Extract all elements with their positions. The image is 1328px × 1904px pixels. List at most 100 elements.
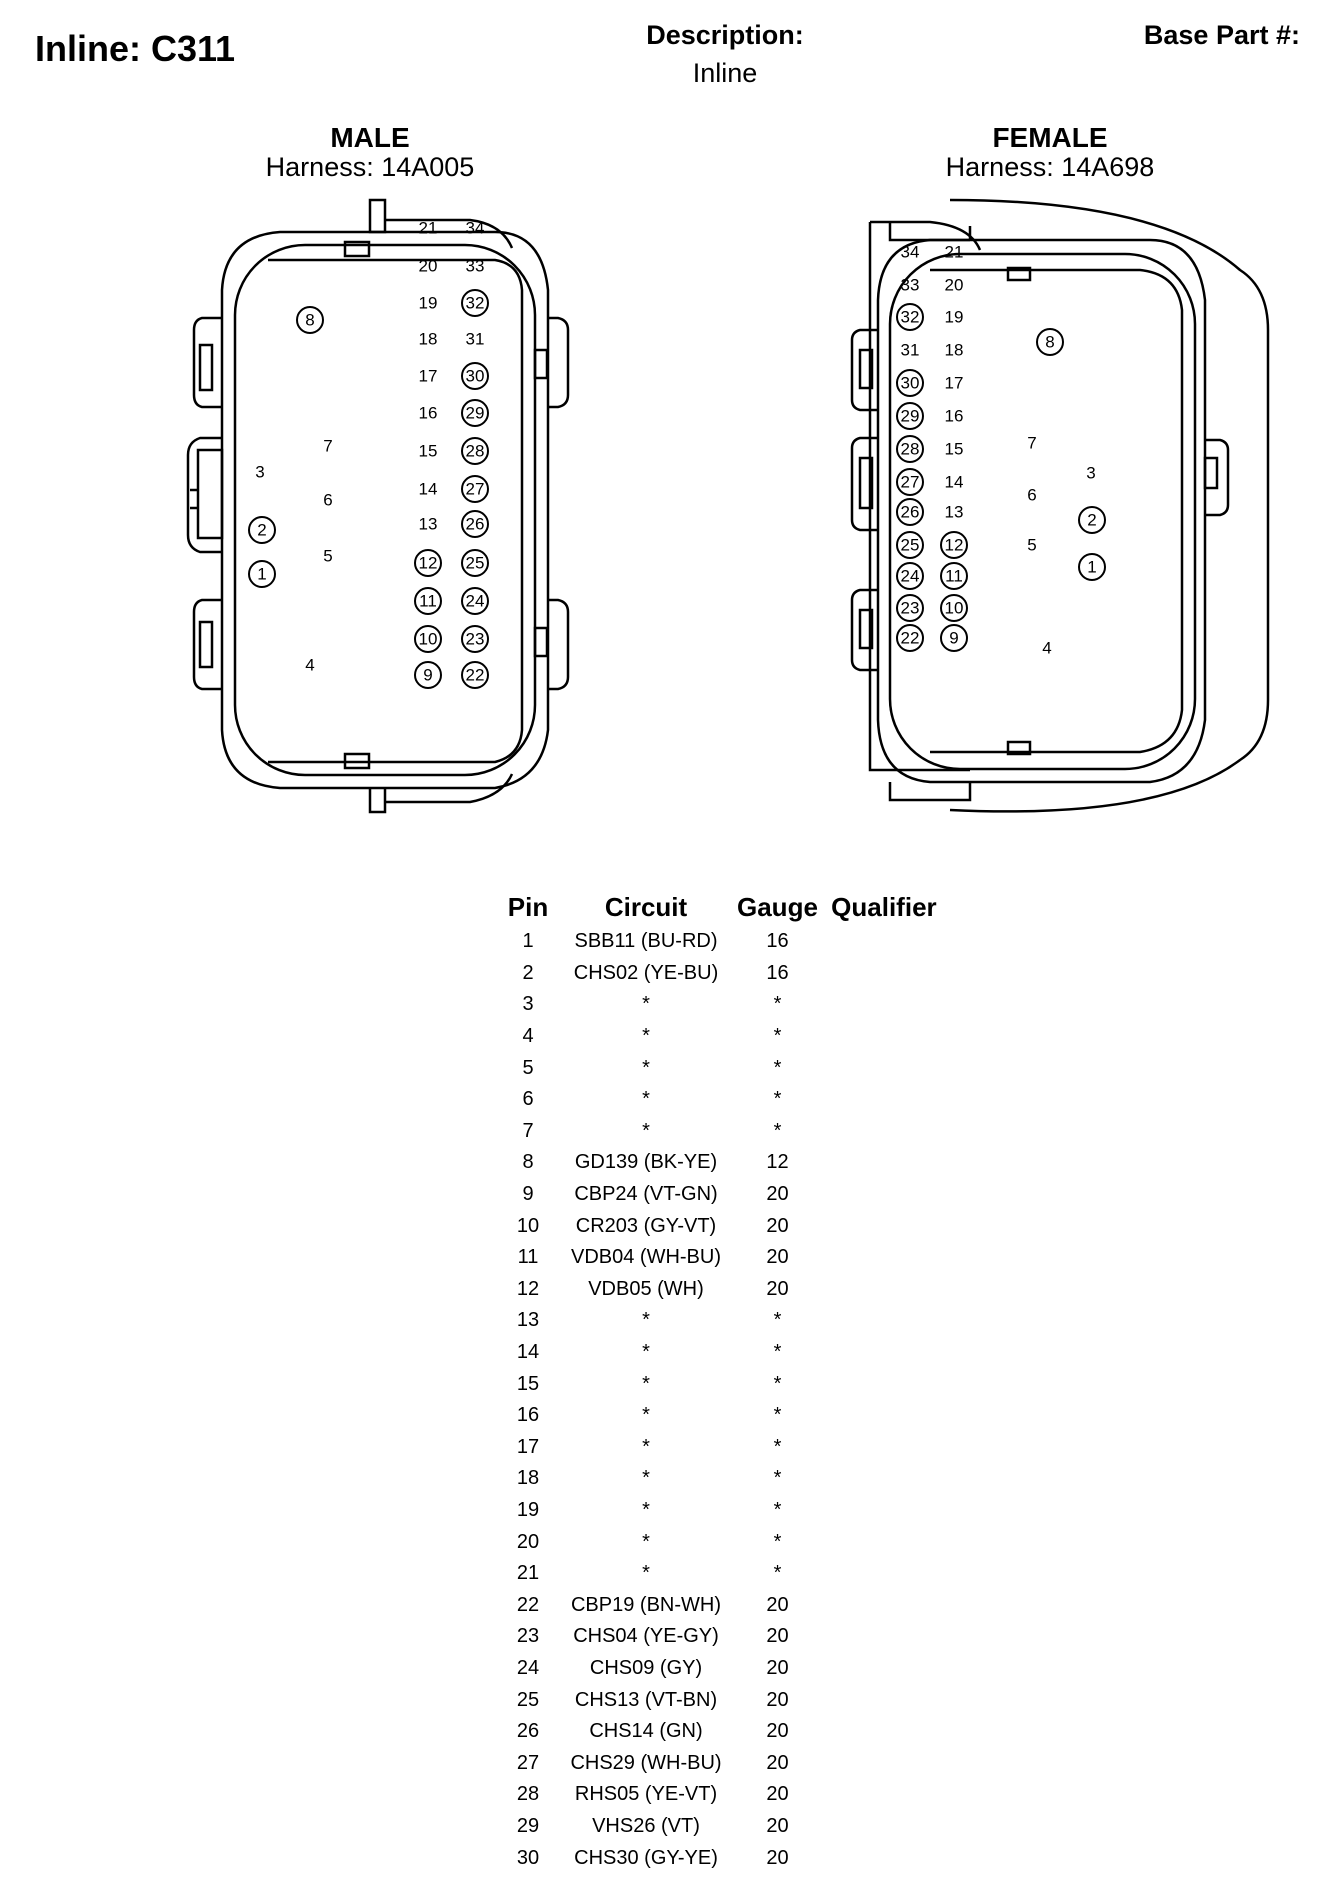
male-pin-circle <box>461 475 489 503</box>
male-pin-circle <box>461 625 489 653</box>
male-pin-circle <box>461 289 489 317</box>
qualifier-cell <box>824 1368 944 1400</box>
male-pin: 23 <box>461 625 489 653</box>
male-pin: 1 <box>248 560 276 588</box>
male-pin: 15 <box>419 442 438 461</box>
female-pin-label: 20 <box>945 276 964 295</box>
female-pin-label: 26 <box>901 503 920 522</box>
female-pin-label: 28 <box>901 440 920 459</box>
female-pin-label: 22 <box>901 629 920 648</box>
female-pin: 33 <box>901 276 920 295</box>
qualifier-cell <box>824 1021 944 1053</box>
circuit-cell: * <box>642 1056 650 1079</box>
pin-cell: 7 <box>522 1119 534 1142</box>
female-pin: 18 <box>945 341 964 360</box>
male-pin-circle <box>414 625 442 653</box>
male-pin: 11 <box>414 587 442 615</box>
female-pin-label: 2 <box>1087 511 1096 530</box>
pin-table-header: Pin Circuit Gauge Qualifier <box>495 888 944 926</box>
male-pin: 29 <box>461 399 489 427</box>
female-pin-label: 29 <box>901 407 920 426</box>
male-pin: 18 <box>419 330 438 349</box>
male-pin: 14 <box>419 480 438 499</box>
female-pin: 17 <box>945 374 964 393</box>
female-pin: 1 <box>1078 553 1106 581</box>
male-pin: 21 <box>419 219 438 238</box>
female-pin-label: 18 <box>945 341 964 360</box>
male-pin-label: 22 <box>466 666 485 685</box>
male-pin: 28 <box>461 437 489 465</box>
pin-cell: 27 <box>516 1751 540 1774</box>
qualifier-cell <box>824 1716 944 1748</box>
female-pin: 10 <box>940 594 968 622</box>
female-pin-label: 15 <box>945 440 964 459</box>
circuit-cell: * <box>642 1498 650 1521</box>
circuit-cell: CHS14 (GN) <box>589 1720 703 1743</box>
male-connector-housing <box>186 198 570 814</box>
male-pin-label: 24 <box>466 592 485 611</box>
circuit-cell: * <box>642 1088 650 1111</box>
qualifier-cell <box>824 1684 944 1716</box>
male-connector-title: MALE <box>330 122 410 153</box>
male-pin-label: 14 <box>419 480 438 499</box>
pin-cell: 19 <box>516 1498 540 1521</box>
gauge-cell: 20 <box>766 1277 789 1300</box>
circuit-cell: CHS04 (YE-GY) <box>573 1625 719 1648</box>
table-row: 7** <box>495 1116 944 1148</box>
female-pin: 13 <box>945 503 964 522</box>
male-pin-label: 19 <box>419 294 438 313</box>
pin-cell: 4 <box>522 1025 534 1048</box>
male-pin-label: 17 <box>419 367 438 386</box>
qualifier-cell <box>824 1589 944 1621</box>
gauge-cell: 20 <box>766 1783 789 1806</box>
circuit-cell: * <box>642 993 650 1016</box>
female-pin: 2 <box>1078 506 1106 534</box>
gauge-cell: * <box>773 1372 782 1395</box>
female-pin-label: 34 <box>901 243 920 262</box>
qualifier-cell <box>824 958 944 990</box>
table-row: 3** <box>495 989 944 1021</box>
description-label: Description: <box>646 20 804 50</box>
table-row: 20** <box>495 1526 944 1558</box>
header-qualifier: Qualifier <box>831 891 937 922</box>
female-pin: 21 <box>945 243 964 262</box>
male-pin-circle <box>414 587 442 615</box>
female-pin: 4 <box>1042 639 1051 658</box>
female-pin-circle <box>1078 553 1106 581</box>
male-pin: 24 <box>461 587 489 615</box>
male-pin: 8 <box>296 306 324 334</box>
pin-cell: 23 <box>516 1625 540 1648</box>
female-pin-circle <box>896 624 924 652</box>
female-pin-circle <box>1036 328 1064 356</box>
table-row: 15** <box>495 1368 944 1400</box>
male-pin: 13 <box>419 515 438 534</box>
male-pin-label: 26 <box>466 515 485 534</box>
gauge-cell: * <box>773 1435 782 1458</box>
circuit-cell: * <box>642 1467 650 1490</box>
female-pin-circle <box>896 369 924 397</box>
qualifier-cell <box>824 1052 944 1084</box>
circuit-cell: CHS13 (VT-BN) <box>574 1688 718 1711</box>
male-pin: 4 <box>305 656 314 675</box>
page-title: Inline: C311 <box>35 28 236 69</box>
qualifier-cell <box>824 1495 944 1527</box>
pin-cell: 12 <box>516 1277 540 1300</box>
female-pin: 32 <box>896 303 924 331</box>
male-pin-label: 27 <box>466 480 485 499</box>
circuit-cell: CR203 (GY-VT) <box>575 1214 717 1237</box>
qualifier-cell <box>824 1337 944 1369</box>
qualifier-cell <box>824 1147 944 1179</box>
male-pin-label: 31 <box>466 330 485 349</box>
circuit-cell: CHS09 (GY) <box>589 1656 703 1679</box>
female-pin-label: 12 <box>945 536 964 555</box>
male-pin-circle <box>248 516 276 544</box>
female-pin-label: 24 <box>901 567 920 586</box>
female-pin-circle <box>940 594 968 622</box>
pin-cell: 9 <box>522 1183 534 1206</box>
female-pin-circle <box>896 594 924 622</box>
female-pin-label: 9 <box>949 629 958 648</box>
female-pin-label: 19 <box>945 308 964 327</box>
pin-cell: 11 <box>517 1246 539 1269</box>
